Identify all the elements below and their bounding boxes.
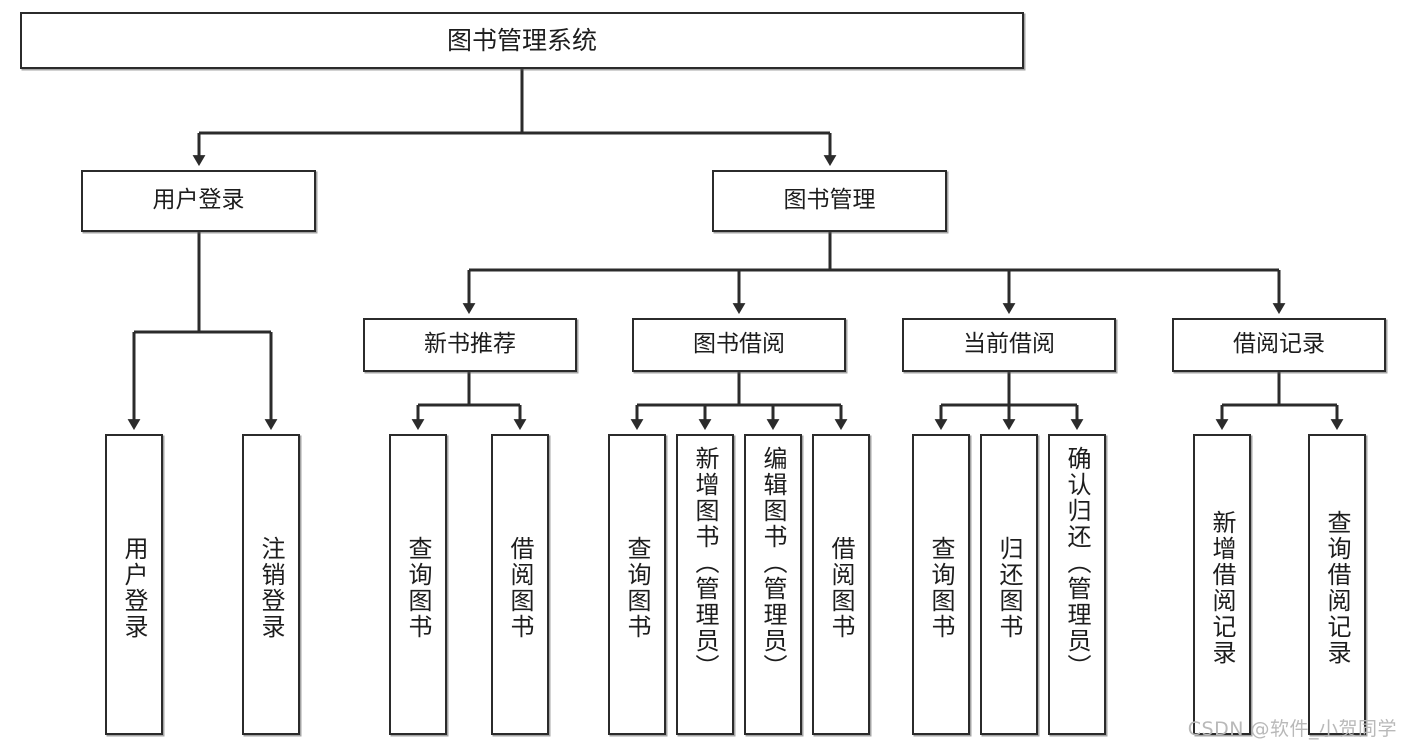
node-leaf-query-book-3[interactable]: 查询图书 xyxy=(912,434,970,735)
csdn-watermark: CSDN @软件_小贺同学 xyxy=(1187,718,1397,740)
node-current-borrow-label: 当前借阅 xyxy=(963,331,1055,358)
node-leaf-borrow-book-1-label: 借阅图书 xyxy=(506,535,534,640)
node-leaf-borrow-book-1[interactable]: 借阅图书 xyxy=(491,434,549,735)
node-book-borrow-label: 图书借阅 xyxy=(693,331,785,358)
node-leaf-query-book-2-label: 查询图书 xyxy=(623,535,651,640)
node-leaf-query-book-1[interactable]: 查询图书 xyxy=(389,434,447,735)
node-borrow-record[interactable]: 借阅记录 xyxy=(1172,318,1386,372)
node-borrow-record-label: 借阅记录 xyxy=(1233,331,1325,358)
node-leaf-query-record-label: 查询借阅记录 xyxy=(1323,509,1351,666)
node-leaf-query-book-3-label: 查询图书 xyxy=(927,535,955,640)
node-leaf-edit-book[interactable]: 编辑图书（管理员） xyxy=(744,434,802,735)
node-leaf-return-book-label: 归还图书 xyxy=(995,535,1023,640)
node-leaf-query-record[interactable]: 查询借阅记录 xyxy=(1308,434,1366,735)
node-root-label: 图书管理系统 xyxy=(446,25,597,55)
node-root[interactable]: 图书管理系统 xyxy=(20,12,1024,69)
node-new-book-rec[interactable]: 新书推荐 xyxy=(363,318,577,372)
node-leaf-logout-login-label: 注销登录 xyxy=(257,535,285,640)
node-book-borrow[interactable]: 图书借阅 xyxy=(632,318,846,372)
node-leaf-confirm-return[interactable]: 确认归还（管理员） xyxy=(1048,434,1106,735)
node-current-borrow[interactable]: 当前借阅 xyxy=(902,318,1116,372)
node-leaf-add-record-label: 新增借阅记录 xyxy=(1208,509,1236,666)
node-leaf-user-login-label: 用户登录 xyxy=(120,535,148,640)
node-new-book-rec-label: 新书推荐 xyxy=(424,331,516,358)
node-user-login-label: 用户登录 xyxy=(152,187,245,214)
node-leaf-user-login[interactable]: 用户登录 xyxy=(105,434,163,735)
node-user-login[interactable]: 用户登录 xyxy=(81,170,316,232)
node-book-manage-label: 图书管理 xyxy=(783,187,876,214)
node-leaf-add-book-label: 新增图书（管理员） xyxy=(691,446,719,680)
node-leaf-borrow-book-2[interactable]: 借阅图书 xyxy=(812,434,870,735)
node-leaf-add-record[interactable]: 新增借阅记录 xyxy=(1193,434,1251,735)
node-leaf-add-book[interactable]: 新增图书（管理员） xyxy=(676,434,734,735)
node-leaf-borrow-book-2-label: 借阅图书 xyxy=(827,535,855,640)
node-leaf-edit-book-label: 编辑图书（管理员） xyxy=(759,446,787,680)
node-leaf-query-book-2[interactable]: 查询图书 xyxy=(608,434,666,735)
node-leaf-query-book-1-label: 查询图书 xyxy=(404,535,432,640)
node-leaf-return-book[interactable]: 归还图书 xyxy=(980,434,1038,735)
node-leaf-confirm-return-label: 确认归还（管理员） xyxy=(1063,446,1091,680)
node-book-manage[interactable]: 图书管理 xyxy=(712,170,947,232)
node-leaf-logout-login[interactable]: 注销登录 xyxy=(242,434,300,735)
